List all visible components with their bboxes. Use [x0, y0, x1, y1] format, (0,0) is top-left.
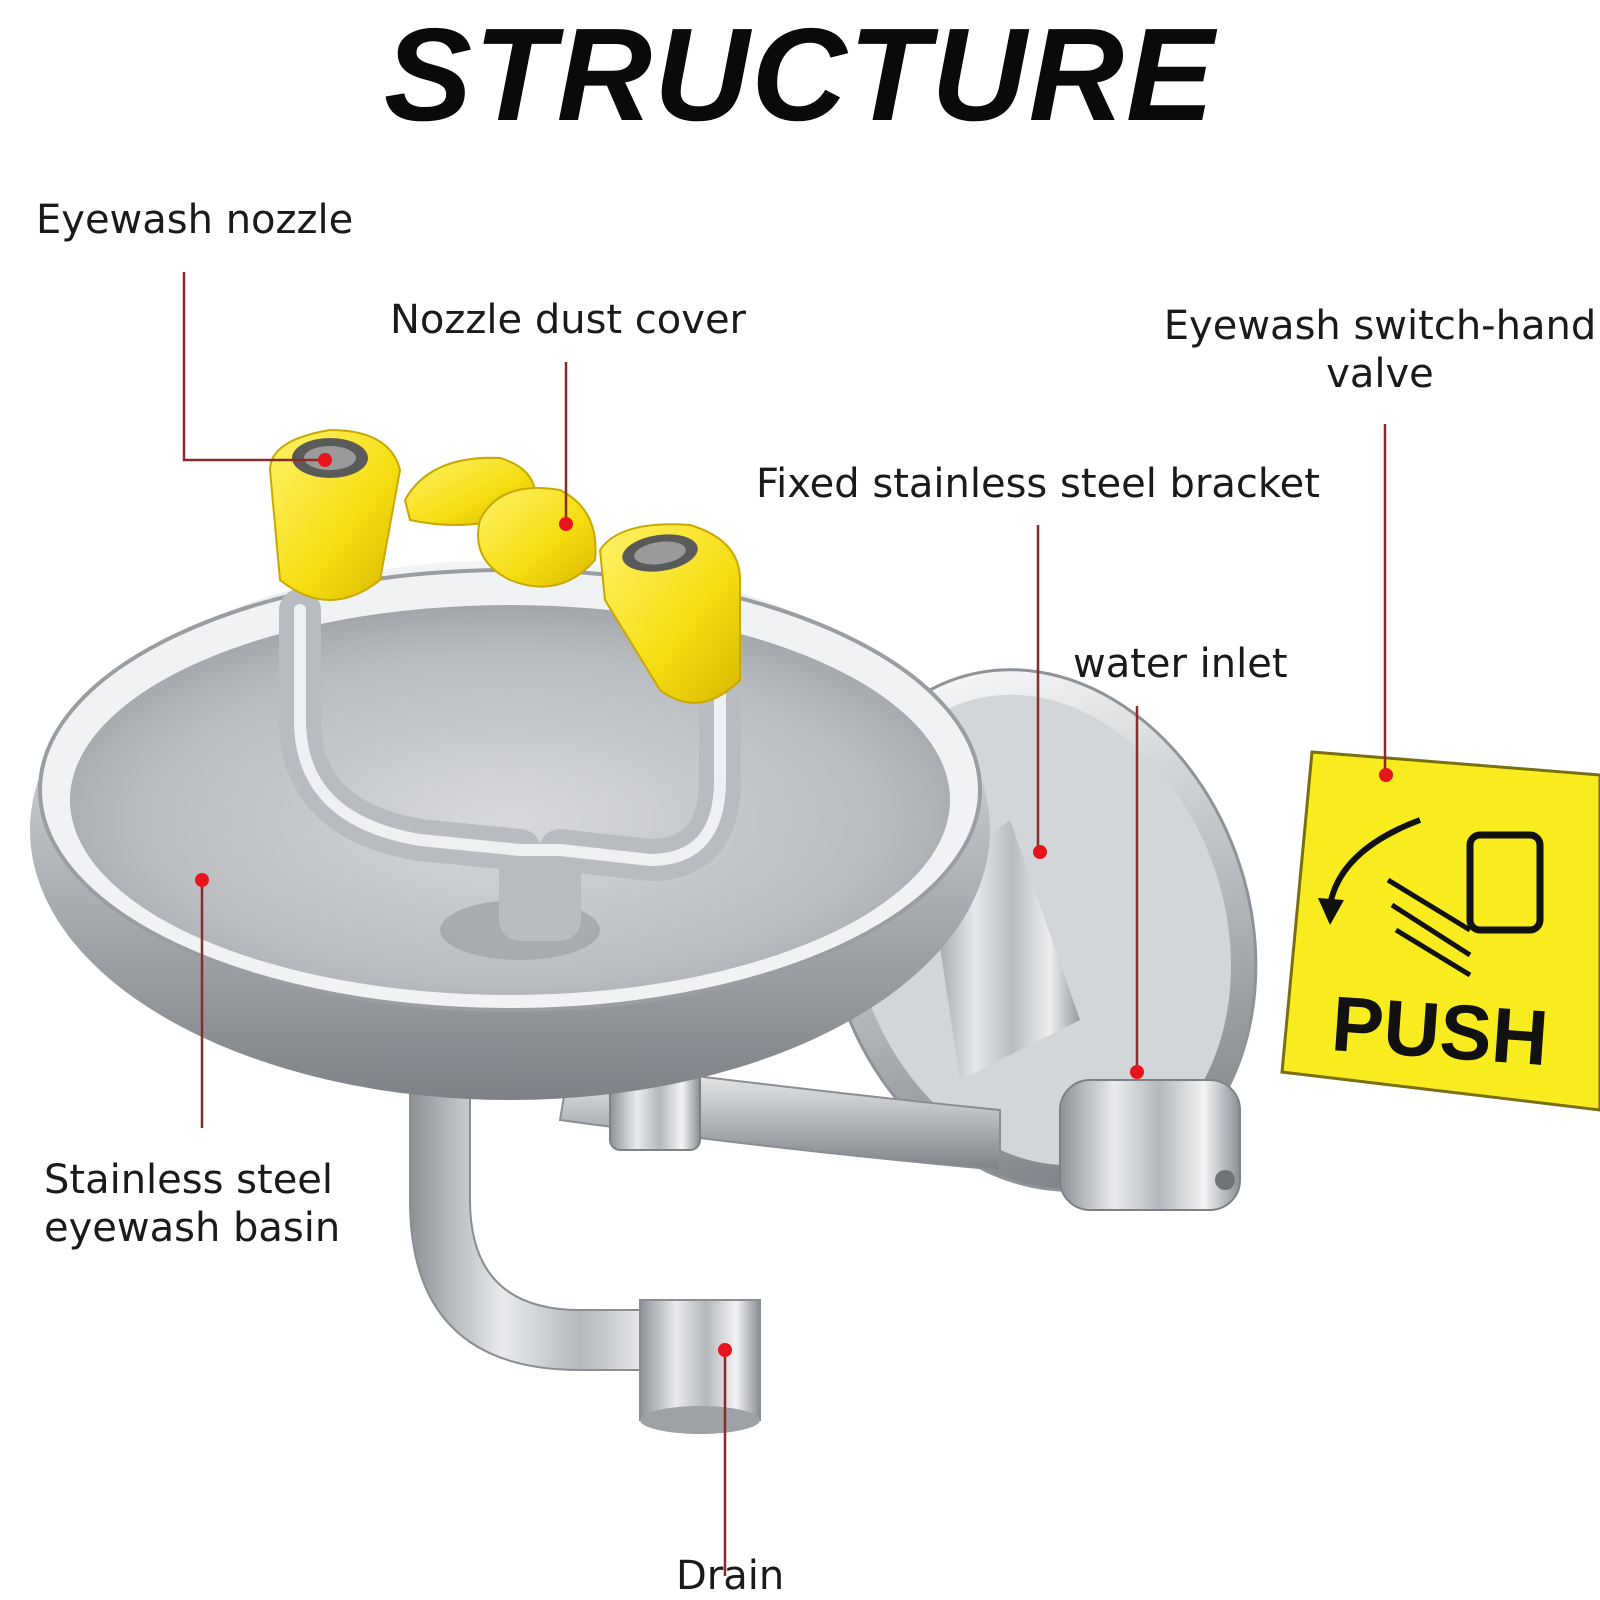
label-nozzle-dust-cover: Nozzle dust cover [390, 297, 746, 343]
drain-pipe [409, 1029, 761, 1434]
label-basin-line1: Stainless steel [44, 1157, 334, 1203]
label-basin-line2: eyewash basin [44, 1205, 341, 1251]
label-drain: Drain [676, 1553, 785, 1599]
marker-dust-cover [559, 517, 573, 531]
eyewash-nozzle-left [268, 428, 402, 601]
water-inlet-pipe [558, 1039, 1241, 1211]
label-basin: Stainless steel eyewash basin [44, 1156, 340, 1252]
label-bracket: Fixed stainless steel bracket [756, 461, 1320, 507]
push-sign-text: PUSH [1329, 979, 1551, 1082]
push-sign: PUSH [1280, 750, 1600, 1112]
leader-lines [182, 272, 1387, 1576]
marker-drain [718, 1343, 732, 1357]
marker-basin [195, 873, 209, 887]
page-title: STRUCTURE [384, 1, 1216, 148]
marker-dots [195, 453, 1393, 1357]
label-hand-valve-line2: valve [1326, 351, 1434, 397]
curved-arrow-icon [1318, 817, 1422, 925]
label-hand-valve-line1: Eyewash switch-hand [1163, 303, 1597, 349]
nozzle-riser-pipe [279, 589, 741, 941]
nozzle-dust-cover-right [477, 487, 597, 588]
label-eyewash-nozzle: Eyewash nozzle [36, 197, 354, 243]
eyewash-nozzle-right [598, 523, 741, 704]
label-water-inlet: water inlet [1073, 641, 1288, 687]
marker-bracket [1033, 845, 1047, 859]
push-hand-icon [1386, 831, 1544, 978]
marker-water-inlet [1130, 1065, 1144, 1079]
label-hand-valve: Eyewash switch-hand valve [1160, 302, 1600, 398]
marker-hand-valve [1379, 768, 1393, 782]
leader-eyewash-nozzle [182, 272, 320, 462]
marker-eyewash-nozzle [318, 453, 332, 467]
